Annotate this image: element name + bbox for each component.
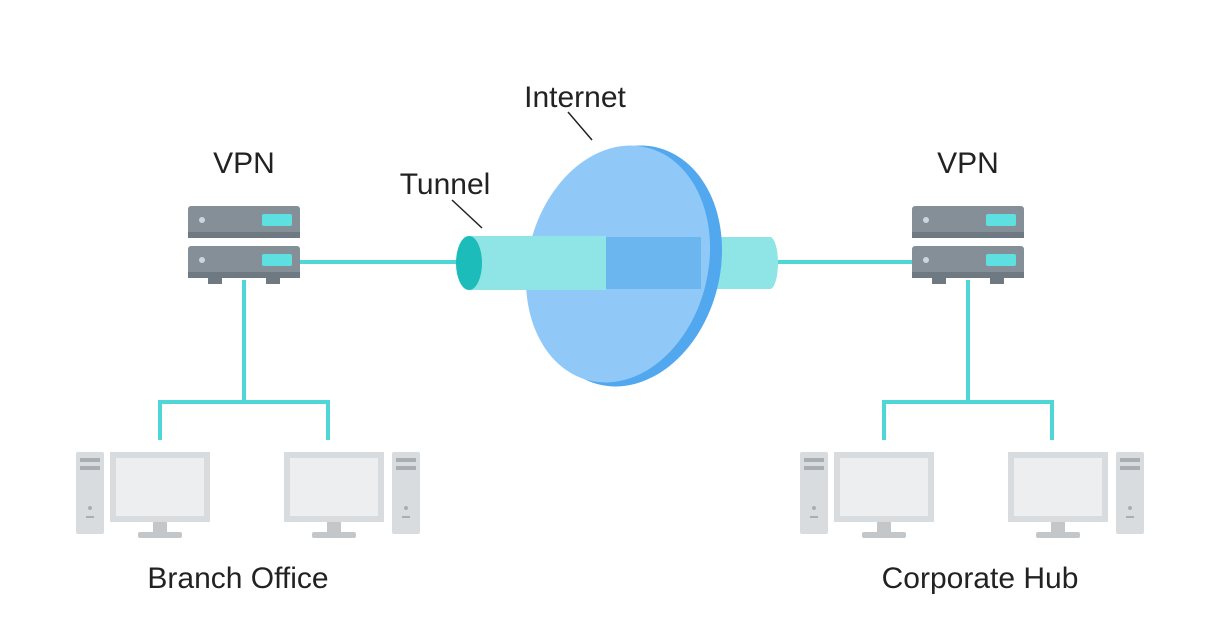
corporate-hub-label: Corporate Hub (882, 562, 1079, 595)
vpn-server-icon (188, 206, 300, 284)
tunnel-pointer (451, 199, 483, 229)
corporate-hub-computer-1 (800, 452, 934, 538)
internet-pointer (567, 111, 593, 141)
internet-label: Internet (524, 81, 626, 114)
link-right-branches (882, 400, 1054, 440)
computer-monitor-icon (110, 452, 210, 538)
branch-office-label: Branch Office (147, 562, 328, 595)
link-left-branches (158, 400, 330, 440)
computer-tower-icon (392, 452, 420, 534)
tunnel-opening (456, 236, 482, 290)
internet-tunnel-group (451, 111, 778, 387)
vpn-server-icon (912, 206, 1024, 284)
vpn-right-label: VPN (937, 147, 999, 180)
vpn-left-label: VPN (213, 147, 275, 180)
computer-tower-icon (800, 452, 828, 534)
computer-monitor-icon (1008, 452, 1108, 538)
computer-tower-icon (1116, 452, 1144, 534)
branch-office-computer-1 (76, 452, 210, 538)
tunnel-front (456, 236, 606, 290)
internet-disc-icon (525, 145, 723, 387)
computer-tower-icon (76, 452, 104, 534)
tunnel-label: Tunnel (400, 168, 491, 201)
computer-monitor-icon (284, 452, 384, 538)
branch-office-computer-2 (284, 452, 420, 538)
corporate-hub-computer-2 (1008, 452, 1144, 538)
network-links (158, 260, 1054, 440)
computer-monitor-icon (834, 452, 934, 538)
